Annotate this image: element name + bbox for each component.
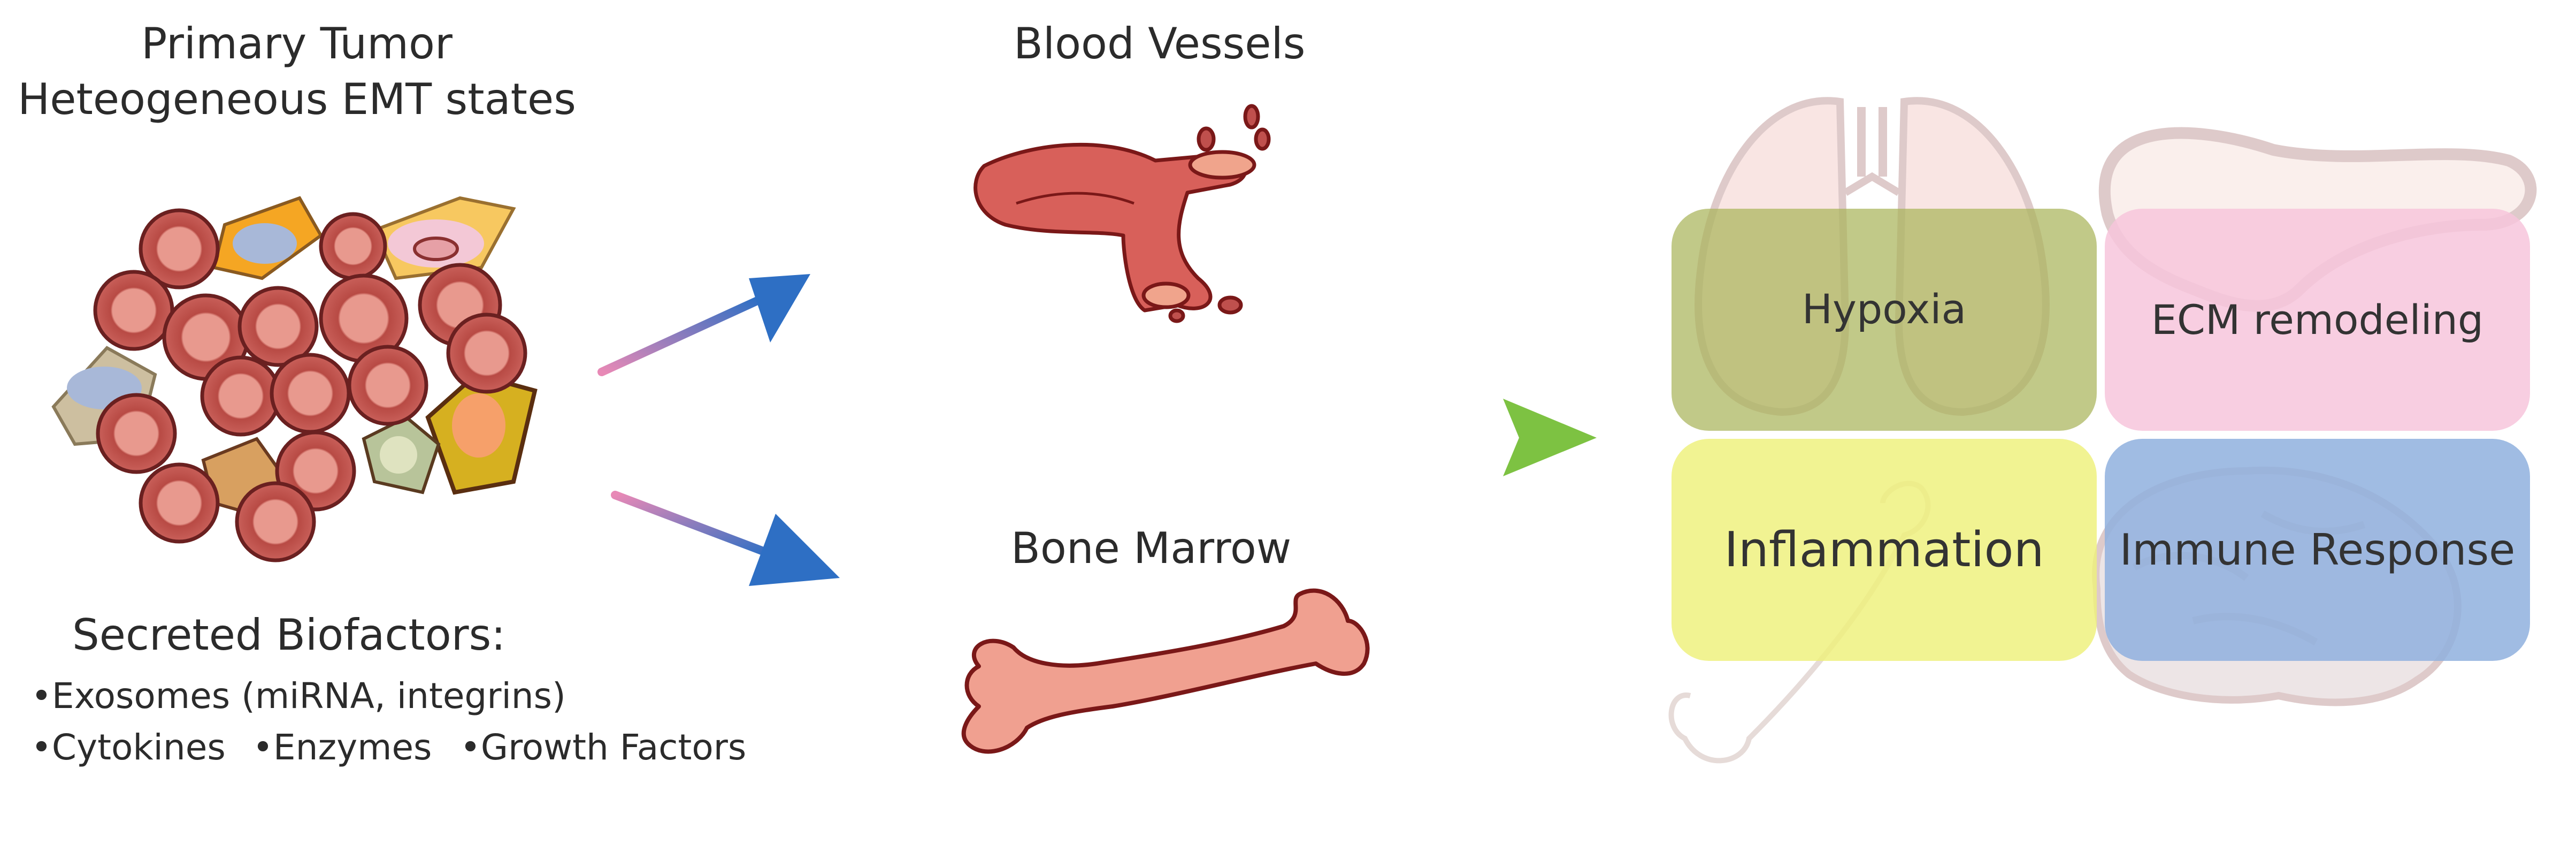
- blood-vessels-label: Blood Vessels: [1014, 19, 1306, 68]
- niche-inflammation-label: Inflammation: [1724, 522, 2044, 578]
- biofactors-item-cytokines: •Cytokines: [31, 727, 226, 768]
- blood-vessel-illustration: [973, 104, 1271, 323]
- bone-marrow-label: Bone Marrow: [1011, 523, 1292, 573]
- tumor-title: Primary Tumor Heteogeneous EMT states: [0, 16, 594, 127]
- niche-hypoxia-box: Hypoxia: [1672, 209, 2097, 431]
- bone-illustration: [961, 588, 1370, 754]
- biofactors-heading: Secreted Biofactors:: [72, 610, 506, 660]
- arrow-to-blood-vessels: [597, 274, 810, 376]
- tumor-title-line2: Heteogeneous EMT states: [18, 74, 576, 124]
- biofactors-item-enzymes: •Enzymes: [252, 727, 432, 768]
- niche-inflammation-box: Inflammation: [1672, 439, 2097, 661]
- arrow-to-bone-marrow: [611, 491, 840, 586]
- niche-ecm-box: ECM remodeling: [2105, 209, 2530, 431]
- tumor-title-line1: Primary Tumor: [141, 19, 453, 68]
- niche-immune-label: Immune Response: [2119, 525, 2516, 575]
- niche-immune-box: Immune Response: [2105, 439, 2530, 661]
- niche-hypoxia-label: Hypoxia: [1801, 285, 1967, 333]
- biofactors-line-exosomes: •Exosomes (miRNA, integrins): [31, 675, 566, 717]
- tumor-cluster-illustration: [51, 196, 538, 562]
- arrow-to-niche: [1391, 399, 1597, 476]
- niche-ecm-label: ECM remodeling: [2151, 296, 2484, 344]
- biofactors-item-growth-factors: •Growth Factors: [460, 727, 747, 768]
